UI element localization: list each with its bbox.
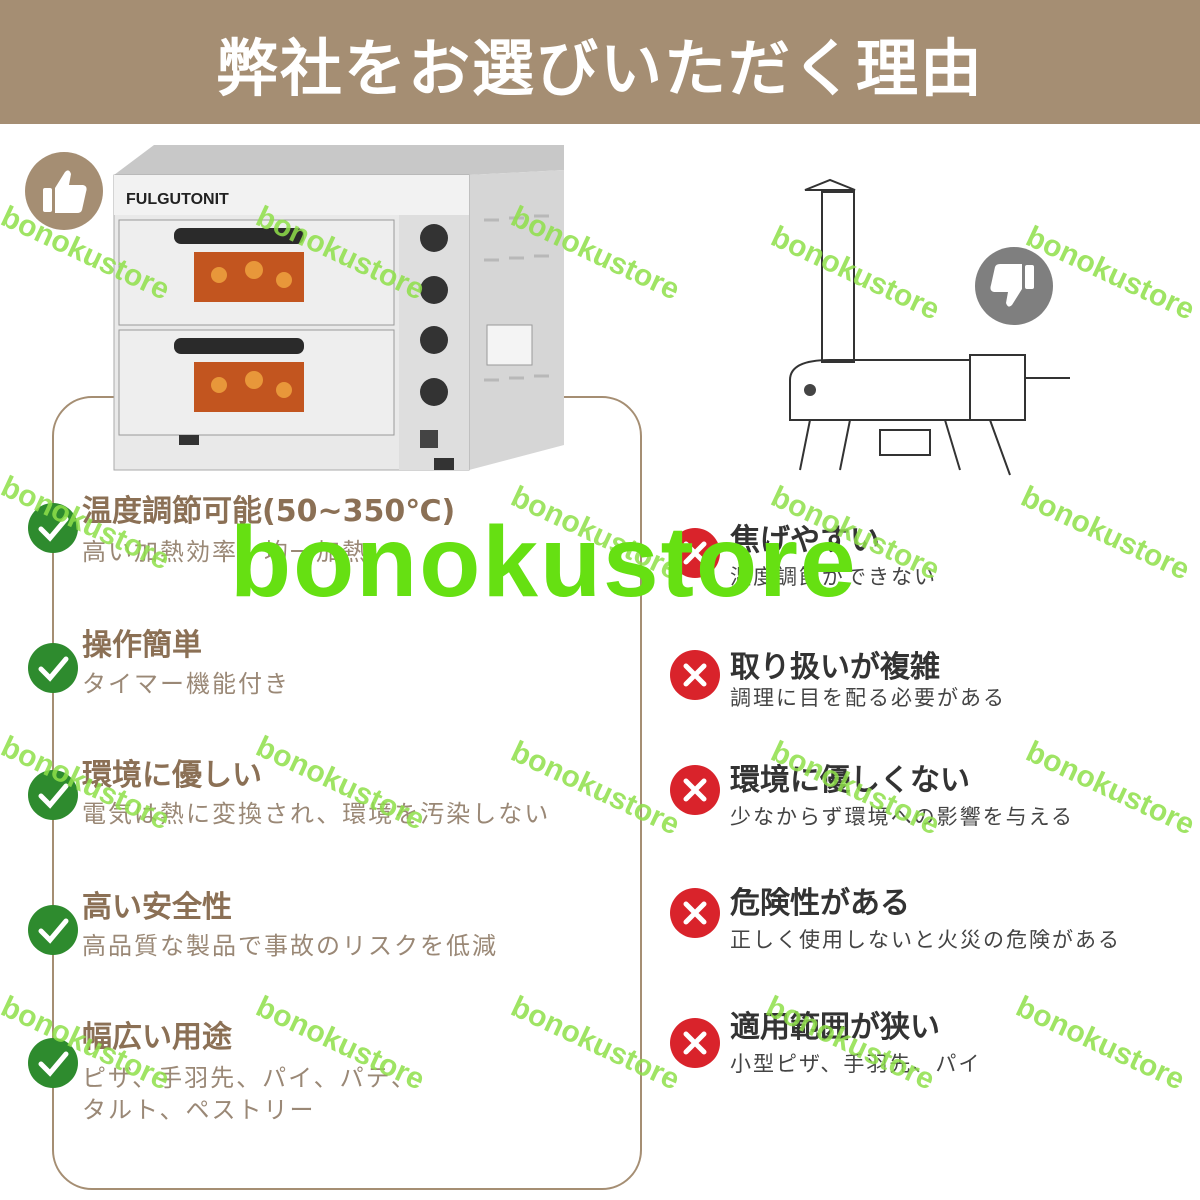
con-desc: 少なからず環境への影響を与える — [730, 805, 1074, 829]
con-title: 環境に優しくない — [730, 763, 970, 798]
con-title: 適用範囲が狭い — [730, 1010, 940, 1045]
pros-panel — [52, 396, 642, 1190]
pro-desc: 電気は熱に変換され、環境を汚染しない — [82, 800, 551, 828]
header-banner: 弊社をお選びいただく理由 — [0, 0, 1200, 124]
cross-icon — [670, 1018, 720, 1068]
cross-icon — [670, 650, 720, 700]
pro-desc: 高い加熱効率、均一加熱 — [82, 538, 368, 566]
con-desc: 正しく使用しないと火災の危険がある — [730, 928, 1121, 952]
thumbs-up-icon — [25, 152, 103, 230]
watermark-large: bonokustore — [230, 506, 858, 618]
pellet-grill-image — [789, 178, 1070, 476]
pro-title: 高い安全性 — [82, 890, 232, 925]
pro-desc: ピザ、手羽先、パイ、パテ、 — [82, 1064, 417, 1092]
pro-desc: タイマー機能付き — [82, 670, 290, 698]
pro-title: 環境に優しい — [82, 758, 262, 793]
cross-icon — [670, 888, 720, 938]
oven-brand-label: FULGUTONIT — [126, 191, 229, 208]
pro-title: 操作簡単 — [82, 628, 202, 663]
thumbs-down-icon — [975, 247, 1053, 325]
pizza-oven-image: FULGUTONIT — [113, 145, 564, 471]
page-title: 弊社をお選びいただく理由 — [215, 32, 984, 105]
con-desc: 温度調節ができない — [730, 565, 937, 589]
checkmark-icon — [28, 1038, 78, 1088]
checkmark-icon — [28, 770, 78, 820]
con-title: 取り扱いが複雑 — [730, 650, 940, 685]
pro-desc: 高品質な製品で事故のリスクを低減 — [82, 932, 498, 960]
cross-icon — [670, 528, 720, 578]
checkmark-icon — [28, 503, 78, 553]
checkmark-icon — [28, 905, 78, 955]
pro-title: 温度調節可能(50~350℃) — [82, 494, 456, 529]
con-desc: 調理に目を配る必要がある — [730, 686, 1006, 710]
checkmark-icon — [28, 643, 78, 693]
watermark: bonokustore — [1016, 480, 1195, 587]
con-title: 焦げやすい — [730, 523, 880, 558]
cross-icon — [670, 765, 720, 815]
pro-title: 幅広い用途 — [82, 1020, 232, 1055]
con-title: 危険性がある — [730, 886, 910, 921]
con-desc: 小型ピザ、手羽先、パイ — [730, 1052, 982, 1076]
pro-desc-line2: タルト、ペストリー — [82, 1096, 316, 1124]
watermark: bonokustore — [1011, 990, 1190, 1097]
